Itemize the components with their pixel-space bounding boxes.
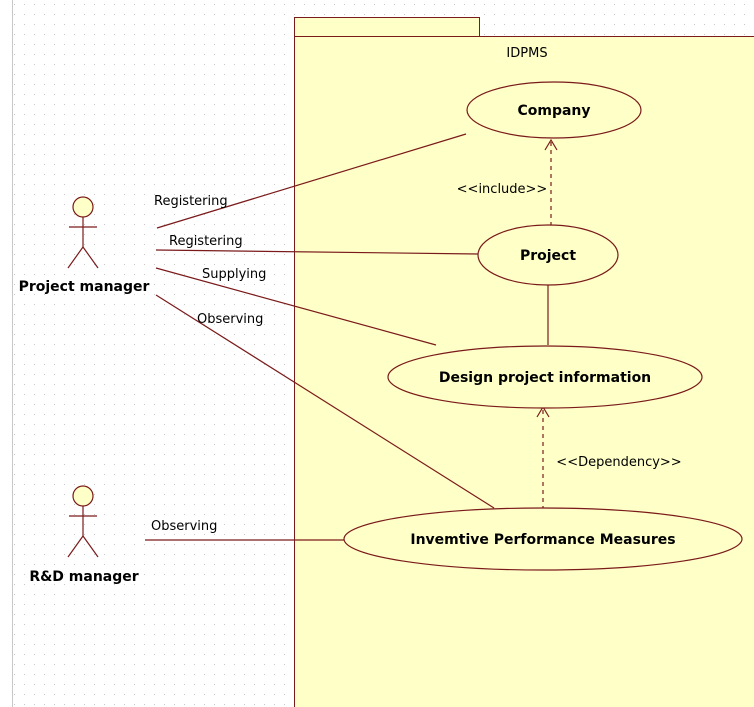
- association-label-pm-performance: Observing: [197, 312, 263, 327]
- association-pm-design[interactable]: [155, 267, 437, 346]
- left-margin: [0, 0, 12, 707]
- use-case-company[interactable]: [466, 81, 642, 139]
- dependency-stereotype: <<Dependency>>: [556, 455, 681, 470]
- association-label-rd-performance: Observing: [151, 519, 217, 534]
- use-case-design-info-label: Design project information: [439, 370, 651, 386]
- use-case-performance-label: Invemtive Performance Measures: [410, 532, 675, 548]
- actor-rd-manager-label: R&D manager: [29, 569, 138, 585]
- package-tab[interactable]: [294, 17, 480, 37]
- association-label-pm-company: Registering: [154, 194, 228, 209]
- package-name: IDPMS: [506, 46, 547, 61]
- actor-head: [72, 485, 94, 507]
- association-label-pm-project: Registering: [169, 234, 243, 249]
- actor-project-manager[interactable]: [67, 196, 99, 269]
- association-pm-project[interactable]: [155, 249, 479, 255]
- association-pm-performance[interactable]: [155, 294, 495, 509]
- association-pm-company[interactable]: [156, 133, 467, 229]
- actor-project-manager-label: Project manager: [19, 279, 150, 295]
- use-case-project[interactable]: [477, 224, 619, 286]
- actor-rd-manager[interactable]: [67, 485, 99, 558]
- actor-left-leg: [67, 246, 84, 269]
- use-case-performance[interactable]: [343, 507, 743, 571]
- actor-head: [72, 196, 94, 218]
- actor-right-leg: [82, 246, 99, 269]
- use-case-design-info[interactable]: [387, 345, 703, 409]
- use-case-project-label: Project: [520, 248, 576, 264]
- include-arrowhead: [544, 138, 558, 151]
- include-stereotype: <<include>>: [457, 182, 548, 197]
- actor-right-leg: [82, 535, 99, 558]
- actor-left-leg: [67, 535, 84, 558]
- use-case-company-label: Company: [517, 103, 590, 119]
- association-label-pm-design: Supplying: [202, 267, 266, 282]
